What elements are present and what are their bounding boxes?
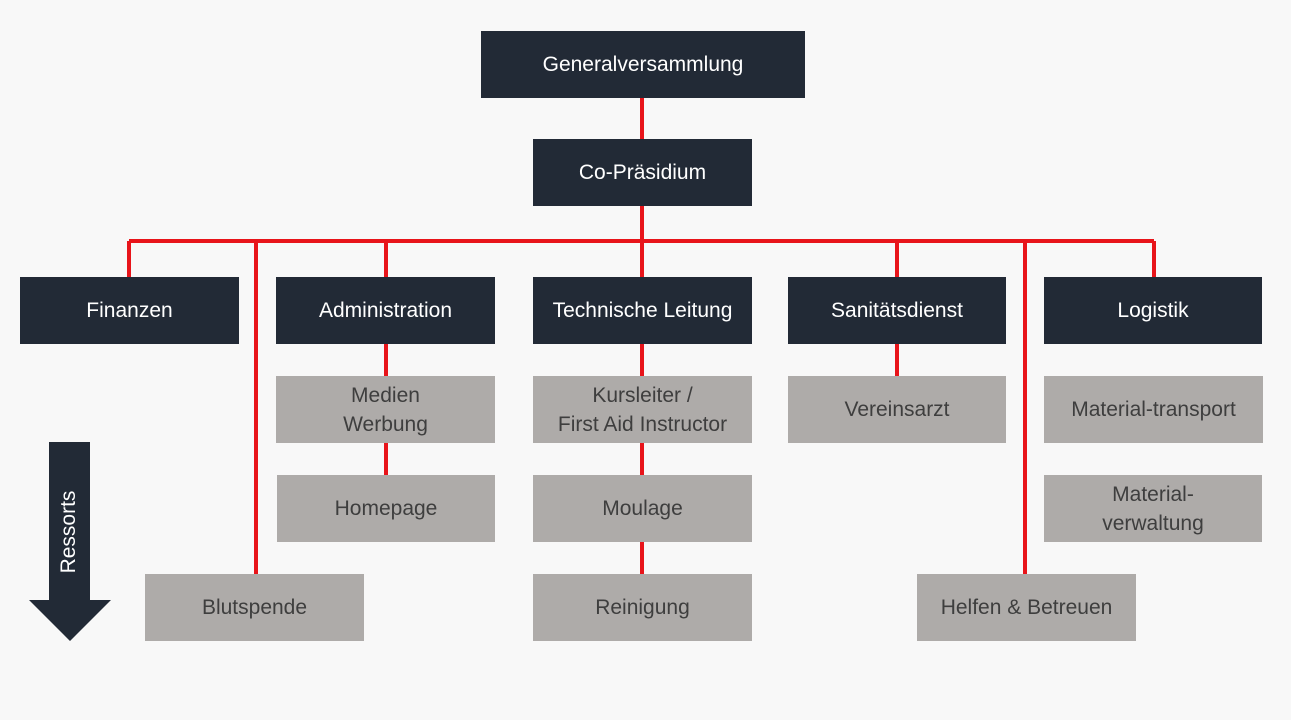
box-generalversammlung: Generalversammlung (481, 31, 805, 98)
box-finanzen: Finanzen (20, 277, 239, 344)
box-reinigung: Reinigung (533, 574, 752, 641)
box-homepage: Homepage (277, 475, 495, 542)
box-moulage: Moulage (533, 475, 752, 542)
box-sanitaetsdienst: Sanitätsdienst (788, 277, 1006, 344)
box-technische-leitung: Technische Leitung (533, 277, 752, 344)
arrow-down-icon (29, 442, 111, 641)
box-material-transport: Material-transport (1044, 376, 1263, 443)
box-vereinsarzt: Vereinsarzt (788, 376, 1006, 443)
box-logistik: Logistik (1044, 277, 1262, 344)
box-material-verwaltung: Material- verwaltung (1044, 475, 1262, 542)
box-medien-werbung: Medien Werbung (276, 376, 495, 443)
box-co-praesidium: Co-Präsidium (533, 139, 752, 206)
box-blutspende: Blutspende (145, 574, 364, 641)
box-administration: Administration (276, 277, 495, 344)
box-kursleiter: Kursleiter / First Aid Instructor (533, 376, 752, 443)
box-helfen-betreuen: Helfen & Betreuen (917, 574, 1136, 641)
ressorts-label: Ressorts (57, 490, 80, 574)
